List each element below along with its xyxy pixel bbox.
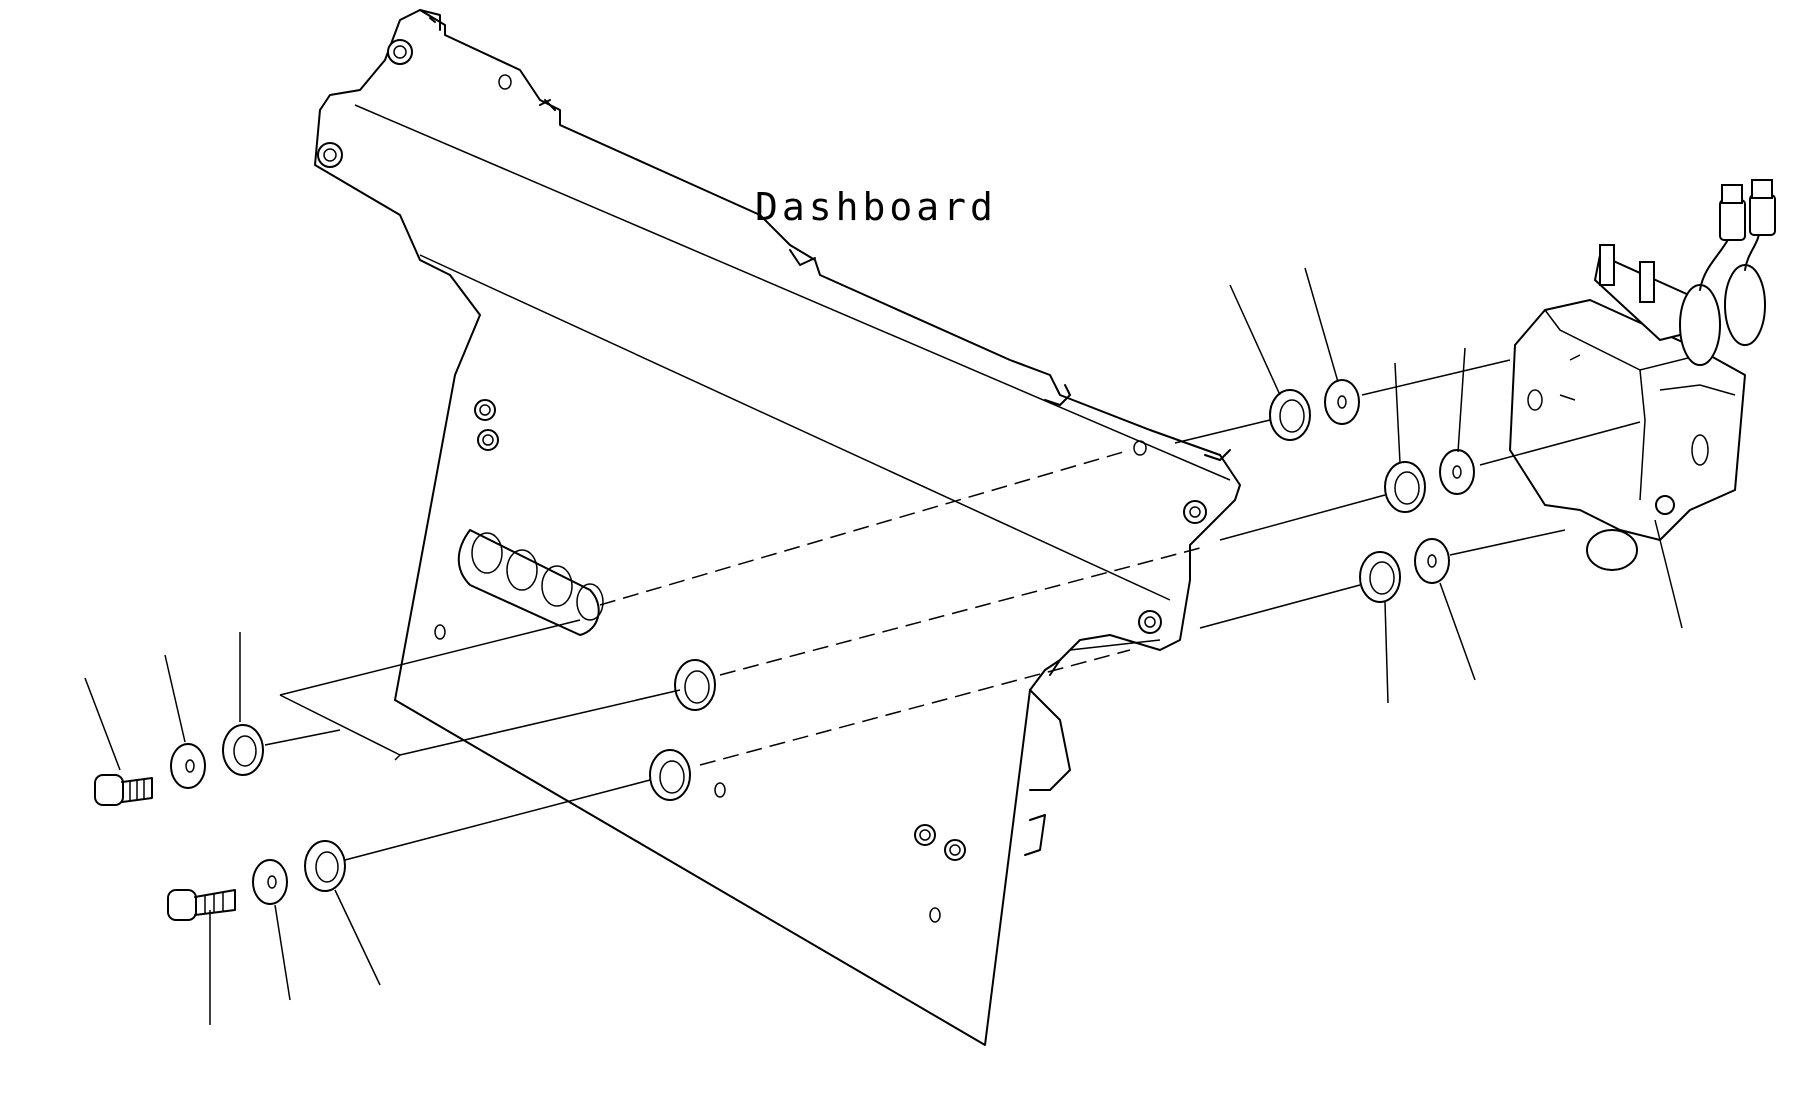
left-fasteners <box>94 724 346 921</box>
valve-assembly <box>1509 179 1776 571</box>
leader-lines <box>84 267 1683 1025</box>
right-grommets <box>1269 379 1475 603</box>
assembly-lines <box>264 359 1641 861</box>
dashboard-panel <box>314 9 1241 1046</box>
dashboard-label: Dashboard <box>755 185 997 229</box>
